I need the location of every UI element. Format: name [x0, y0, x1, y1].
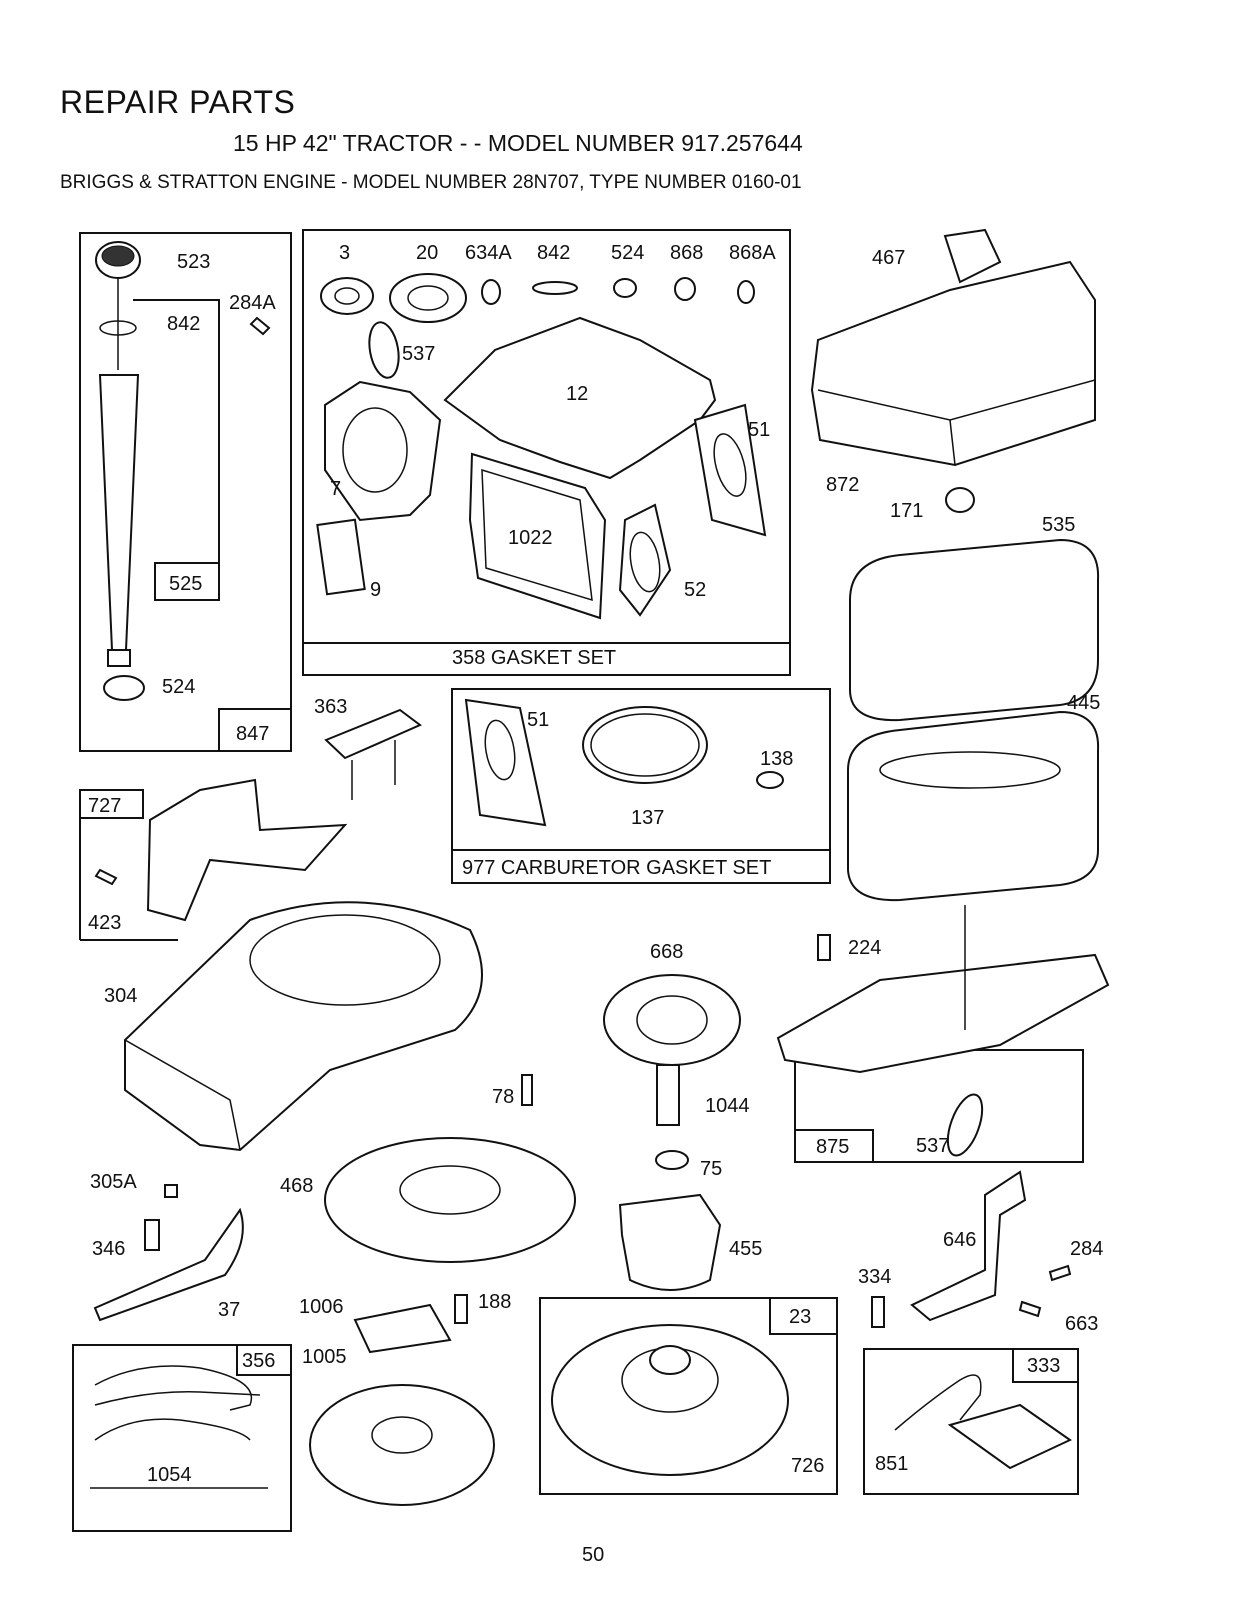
part-label-284: 284: [1070, 1238, 1103, 1260]
engine-model-line: BRIGGS & STRATTON ENGINE - MODEL NUMBER …: [60, 172, 802, 193]
screw-284A-part: [249, 316, 271, 336]
part-label-9: 9: [370, 579, 381, 601]
air-cleaner-base-group: 875 224 537: [776, 905, 1110, 1163]
flywheel-group: 23 726: [539, 1297, 838, 1495]
part-label-52: 52: [684, 579, 706, 601]
bracket-646: 646 284 334 663: [858, 1170, 1103, 1335]
part-label-523: 523: [177, 251, 210, 273]
bracket-363: 363: [314, 696, 422, 800]
part-label-646: 646: [943, 1229, 976, 1251]
group-label-333: 333: [1027, 1355, 1060, 1377]
part-label-7: 7: [330, 478, 341, 500]
center-parts: 668 78 1044 75 455: [492, 941, 762, 1291]
wire-group: 356 1054: [72, 1344, 292, 1532]
part-label-868: 868: [670, 242, 703, 264]
page-number: 50: [582, 1544, 605, 1566]
part-label-1054: 1054: [147, 1464, 192, 1486]
carb-gasket-set-label: 977 CARBURETOR GASKET SET: [462, 857, 771, 879]
flywheel-fan: 1006 188 1005: [299, 1291, 511, 1506]
part-label-12: 12: [566, 383, 588, 405]
group-label-727: 727: [88, 795, 121, 817]
part-label-1005: 1005: [302, 1346, 347, 1368]
part-label-37: 37: [218, 1299, 240, 1321]
precleaner-part: [849, 538, 1100, 722]
part-label-524b: 524: [611, 242, 644, 264]
part-label-868A: 868A: [729, 242, 776, 264]
tractor-model-line: 15 HP 42" TRACTOR - - MODEL NUMBER 917.2…: [233, 130, 803, 156]
page-title: REPAIR PARTS: [60, 84, 296, 120]
part-label-668: 668: [650, 941, 683, 963]
part-label-51b: 51: [527, 709, 549, 731]
group-label-356: 356: [242, 1350, 275, 1372]
part-label-663: 663: [1065, 1313, 1098, 1335]
part-label-842: 842: [167, 313, 200, 335]
group-label-525: 525: [169, 573, 202, 595]
part-label-75: 75: [700, 1158, 722, 1180]
part-label-872: 872: [826, 474, 859, 496]
part-label-726: 726: [791, 1455, 824, 1477]
part-label-537: 537: [402, 343, 435, 365]
dipstick-group: 847 525 523 842 284A 524: [79, 232, 292, 752]
part-label-445: 445: [1067, 692, 1100, 714]
part-label-137: 137: [631, 807, 664, 829]
part-label-188: 188: [478, 1291, 511, 1313]
part-label-363: 363: [314, 696, 347, 718]
part-label-467: 467: [872, 247, 905, 269]
part-label-138: 138: [760, 748, 793, 770]
part-label-171: 171: [890, 500, 923, 522]
part-label-1022: 1022: [508, 527, 553, 549]
air-cleaner-group: 467 872 171 535 445: [810, 228, 1100, 902]
air-cleaner-cover-part: [810, 260, 1096, 467]
part-label-851: 851: [875, 1453, 908, 1475]
part-label-284A: 284A: [229, 292, 276, 314]
gasket-set-group: 358 GASKET SET 3 20 634A 842 524 868 868…: [302, 229, 791, 676]
part-label-305A: 305A: [90, 1171, 137, 1193]
part-label-304: 304: [104, 985, 137, 1007]
group-label-23: 23: [789, 1306, 811, 1328]
part-label-78: 78: [492, 1086, 514, 1108]
part-label-842b: 842: [537, 242, 570, 264]
tube-seal-part: [103, 675, 145, 701]
blower-housing: 304: [104, 901, 483, 1152]
part-label-51: 51: [748, 419, 770, 441]
carb-gasket-set-group: 977 CARBURETOR GASKET SET 51 138 137: [451, 688, 831, 884]
baffle-group: 727 423: [79, 778, 348, 941]
part-label-334: 334: [858, 1266, 891, 1288]
part-label-524: 524: [162, 676, 195, 698]
part-label-1044: 1044: [705, 1095, 750, 1117]
part-label-455: 455: [729, 1238, 762, 1260]
part-label-3: 3: [339, 242, 350, 264]
part-label-537b: 537: [916, 1135, 949, 1157]
part-label-423: 423: [88, 912, 121, 934]
part-label-468: 468: [280, 1175, 313, 1197]
dipstick-tube-part: [98, 374, 140, 651]
armature-group: 333 851: [863, 1348, 1079, 1495]
part-label-535: 535: [1042, 514, 1075, 536]
group-label-875: 875: [816, 1136, 849, 1158]
lower-left-parts: 305A 468 346 37: [90, 1137, 576, 1322]
air-filter-part: [847, 710, 1100, 902]
gasket-set-label: 358 GASKET SET: [452, 647, 616, 669]
part-label-224: 224: [848, 937, 881, 959]
part-label-1006: 1006: [299, 1296, 344, 1318]
group-label-847: 847: [236, 723, 269, 745]
part-label-20: 20: [416, 242, 438, 264]
part-label-634A: 634A: [465, 242, 512, 264]
part-label-346: 346: [92, 1238, 125, 1260]
